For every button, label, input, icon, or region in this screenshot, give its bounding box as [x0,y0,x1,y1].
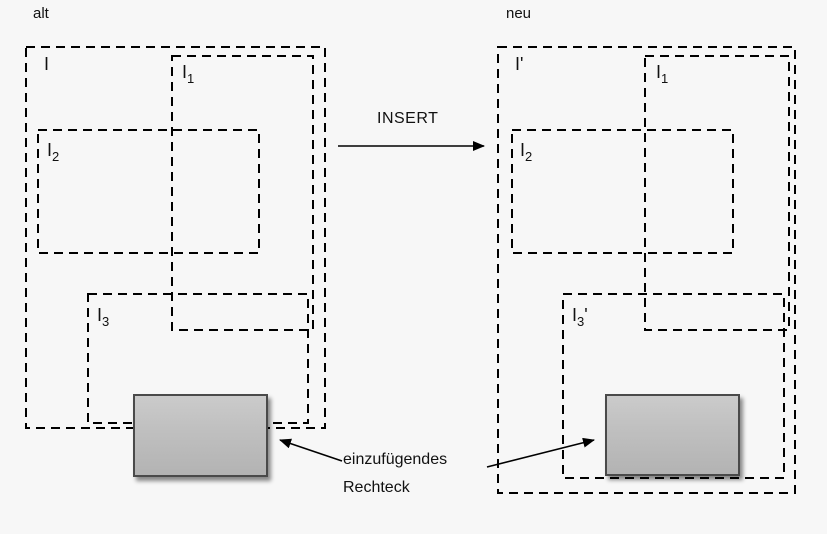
label-subscript: 3 [102,314,110,329]
region-I3-new [562,293,785,479]
region-I1-old [171,55,314,331]
inserted-rectangle-old [133,394,268,477]
label-subscript: 2 [525,149,533,164]
state-title-old: alt [33,5,49,22]
label-main: I [572,305,578,325]
state-title-new: neu [506,5,532,22]
region-I-new [497,46,796,494]
annotation-arrow-right [486,437,595,468]
label-main: I [97,305,103,325]
region-label-I2-old: I2 [47,140,60,164]
region-label-I3-old: I3 [97,305,110,329]
label-main: I [47,140,53,160]
region-label-I-new: I' [515,54,523,75]
label-main: I [515,54,521,74]
label-subscript: 3 [577,314,585,329]
annotation-text: einzufügendes Rechteck [343,446,447,502]
label-subscript: 1 [187,71,195,86]
region-label-I2-new: I2 [520,140,533,164]
label-main: I [656,62,662,82]
region-label-I1-old: I1 [182,62,195,86]
region-label-I1-new: I1 [656,62,669,86]
label-subscript: 2 [52,149,60,164]
region-I2-new [511,129,734,254]
inserted-rectangle-new [605,394,740,476]
region-I-old [25,46,326,429]
region-label-I3-new: I3' [572,305,588,329]
region-label-I-old: I [44,54,49,75]
insert-operation-label: INSERT [377,110,439,127]
annotation-arrow-left [279,438,343,462]
region-I2-old [37,129,260,254]
label-suffix: ' [584,305,588,325]
annotation-line1: einzufügendes [343,451,448,468]
label-suffix: ' [520,54,524,74]
label-main: I [44,54,50,74]
annotation-line2: Rechteck [343,479,410,496]
label-main: I [182,62,188,82]
label-subscript: 1 [661,71,669,86]
region-I1-new [644,55,790,331]
label-main: I [520,140,526,160]
